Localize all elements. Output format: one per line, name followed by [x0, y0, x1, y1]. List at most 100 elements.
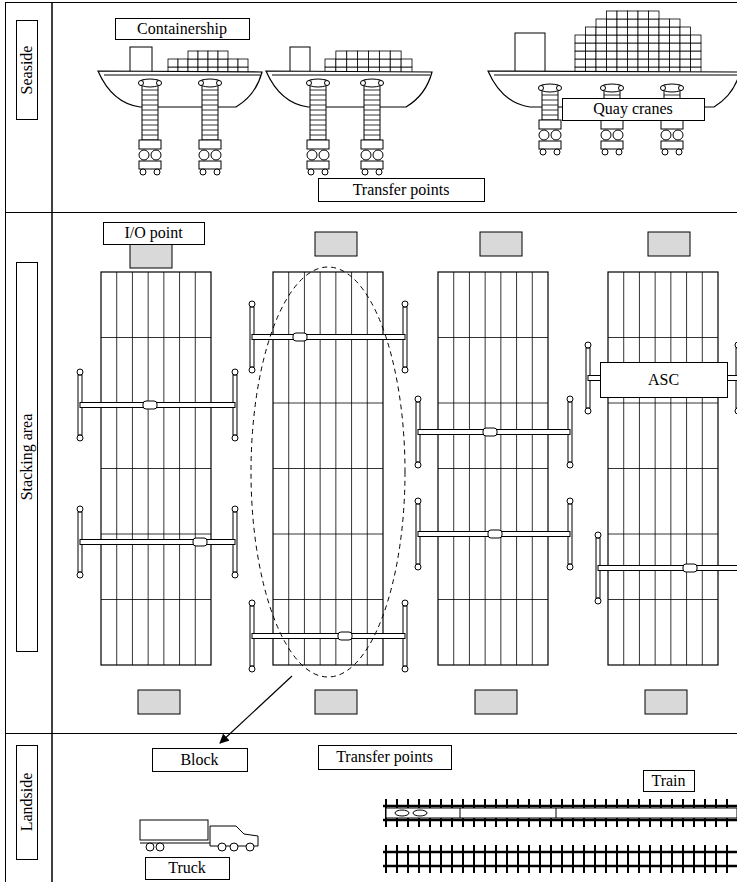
crane-cap: [199, 79, 221, 87]
container-box: [586, 35, 597, 43]
container-box: [198, 51, 208, 59]
container-box: [198, 59, 208, 67]
block-bay-line: [273, 403, 383, 404]
container-box: [670, 59, 681, 67]
crane-rung: [364, 125, 380, 126]
crane-cap: [139, 79, 161, 87]
crane-wheel: [551, 130, 561, 140]
container-box: [607, 19, 618, 27]
io-pad: [315, 690, 357, 714]
crane-rung: [202, 110, 218, 111]
quay-crane-figure: [307, 79, 330, 175]
crane-rung: [202, 90, 218, 91]
crane-base: [539, 120, 561, 129]
gantry-wheel: [232, 435, 238, 441]
crane-rung: [364, 110, 380, 111]
part-label: Truck: [168, 859, 206, 877]
container-box: [379, 51, 390, 59]
gantry-wheel: [249, 600, 255, 606]
crane-sheave: [661, 86, 666, 91]
crane-wheel: [676, 149, 682, 155]
crane-rung: [202, 95, 218, 96]
crane-bogie: [661, 141, 683, 149]
container-box: [638, 35, 649, 43]
crane-rung: [310, 120, 326, 121]
crane-rung: [364, 120, 380, 121]
gantry-wheel: [415, 498, 421, 504]
container-box: [218, 59, 228, 67]
rail-tie: [572, 845, 574, 873]
truck-wheel: [146, 843, 154, 851]
gantry-trolley: [143, 401, 157, 409]
rail-tie: [495, 845, 497, 873]
stack-block: [438, 272, 548, 665]
container-box: [628, 51, 639, 59]
truck-wheel: [230, 843, 238, 851]
crane-rung: [310, 130, 326, 131]
gantry-beam: [598, 566, 737, 571]
rail-tie: [484, 845, 486, 873]
crane-base: [307, 140, 329, 149]
rail-tie: [660, 845, 662, 873]
io-pad: [648, 232, 690, 256]
truck-wheel: [246, 843, 254, 851]
container-box: [649, 35, 660, 43]
container-box: [638, 43, 649, 51]
rail-tie: [649, 845, 651, 873]
block-bay-line: [273, 468, 383, 469]
ship-deck: [272, 75, 430, 76]
crane-bogie: [361, 161, 383, 169]
crane-rung: [142, 95, 158, 96]
container-box: [586, 51, 597, 59]
container-box: [670, 43, 681, 51]
container-box: [691, 35, 702, 43]
rail: [383, 805, 737, 808]
crane-base: [601, 120, 623, 129]
container-box: [670, 51, 681, 59]
container-box: [628, 43, 639, 51]
container-box: [659, 59, 670, 67]
gantry-wheel: [595, 532, 601, 538]
crane-sheave: [139, 81, 144, 86]
crane-sheave: [325, 81, 330, 86]
ship-deck: [104, 75, 260, 76]
container-box: [680, 27, 691, 35]
crane-rung: [142, 100, 158, 101]
crane-wheel: [200, 169, 206, 175]
block-bay-line: [438, 403, 548, 404]
crane-sheave: [379, 81, 384, 86]
container-box: [586, 43, 597, 51]
crane-rung: [310, 110, 326, 111]
crane-sheave: [619, 86, 624, 91]
crane-rung: [542, 115, 558, 116]
crane-wheel: [211, 150, 221, 160]
rail-tie: [638, 845, 640, 873]
container-box: [617, 51, 628, 59]
gantry-trolley: [683, 564, 697, 572]
rail-tie: [594, 845, 596, 873]
block-outline: [438, 272, 548, 665]
crane-bogie: [539, 141, 561, 149]
crane-sheave: [157, 81, 162, 86]
io-pad: [475, 690, 517, 714]
asc-gantry: [77, 369, 238, 441]
rail-tie: [704, 845, 706, 873]
crane-rung: [310, 100, 326, 101]
crane-rung: [202, 130, 218, 131]
container-box: [691, 51, 702, 59]
rail-tie: [726, 845, 728, 873]
io-pad: [315, 232, 357, 256]
container-box: [238, 59, 248, 67]
crane-bogie: [601, 141, 623, 149]
part-label: Transfer points: [353, 181, 450, 199]
container-box: [607, 43, 618, 51]
rail-tie: [473, 845, 475, 873]
quay-crane-figure: [361, 79, 384, 175]
truck-wheel: [156, 843, 164, 851]
gantry-wheel: [77, 506, 83, 512]
gantry-wheel: [402, 367, 408, 373]
rail-tie: [561, 845, 563, 873]
container-box: [638, 19, 649, 27]
container-box: [649, 43, 660, 51]
